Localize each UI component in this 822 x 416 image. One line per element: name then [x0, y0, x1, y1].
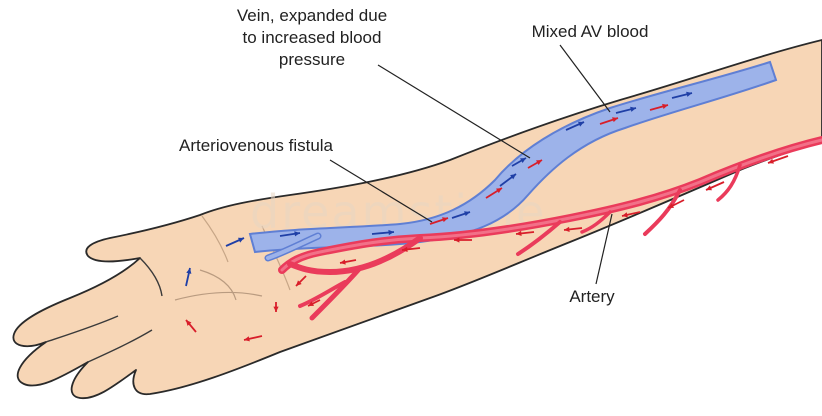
label-mixed-av-blood: Mixed AV blood — [532, 22, 649, 41]
leader-line-mixed — [560, 45, 610, 112]
label-arteriovenous-fistula: Arteriovenous fistula — [179, 136, 334, 155]
label-vein-line2: to increased blood — [243, 28, 382, 47]
label-artery: Artery — [569, 287, 615, 306]
leader-line-vein — [378, 65, 530, 158]
label-vein-line1: Vein, expanded due — [237, 6, 387, 25]
label-vein-line3: pressure — [279, 50, 345, 69]
